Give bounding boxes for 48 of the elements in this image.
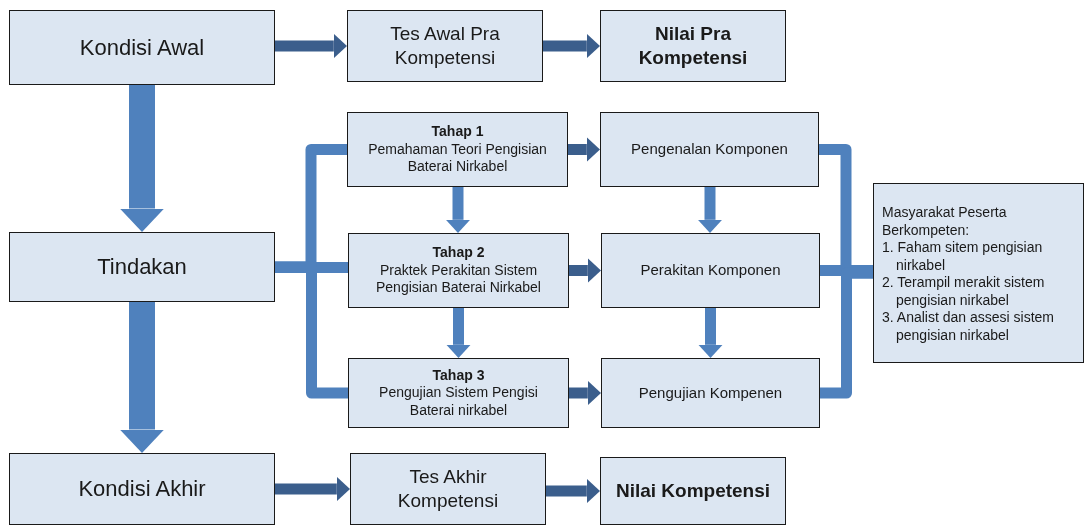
box-label: Tes Awal Pra Kompetensi [389, 22, 501, 70]
step-heading: Tahap 1 [431, 123, 484, 141]
process-box [873, 183, 1084, 363]
arrow [119, 302, 165, 453]
arrow [546, 478, 600, 504]
arrow [445, 187, 471, 233]
process-box [9, 453, 275, 525]
box-label: Nilai Pra Kompetensi [637, 22, 749, 70]
process-box [601, 233, 820, 308]
process-box [350, 453, 546, 525]
box-label: Pengujian Kompenen [638, 383, 783, 403]
box-label: Tindakan [97, 253, 187, 281]
arrow [446, 308, 471, 358]
box-label: Pengenalan Komponen [631, 140, 788, 159]
process-box [9, 10, 275, 85]
arrow [569, 258, 601, 283]
box-label: Pengujian Sistem Pengisi Baterai nirkabel [378, 384, 539, 420]
arrow [119, 85, 165, 232]
box-label: 3. Analist dan assesi sistem pengisian nirkabel [882, 309, 1055, 344]
box-label: Kondisi Akhir [78, 475, 206, 503]
arrow [568, 137, 600, 162]
box-label: Perakitan Komponen [640, 261, 781, 280]
box-label: Praktek Perakitan Sistem Pengisian Baterai Nirkabel [375, 261, 542, 297]
process-box [347, 10, 543, 82]
box-label: Pemahaman Teori Pengisian Baterai Nirkabel [367, 140, 548, 176]
process-box [348, 358, 569, 428]
process-box [600, 112, 819, 187]
step-heading: Tahap 2 [432, 244, 485, 262]
box-label: Tes Akhir Kompetensi [396, 465, 500, 513]
process-box [600, 457, 786, 525]
arrow [569, 380, 601, 406]
box-label: Nilai Kompetensi [615, 479, 771, 503]
process-box [601, 358, 820, 428]
step-heading: Tahap 3 [432, 366, 485, 385]
box-label: Masyarakat Peserta Berkompeten: [882, 204, 1008, 239]
connector-line [820, 265, 873, 276]
arrow [543, 33, 600, 59]
arrow [698, 308, 723, 358]
arrow [275, 33, 347, 59]
process-box [600, 10, 786, 82]
process-box [348, 233, 569, 308]
box-label: 2. Terampil merakit sistem pengisian nirkabel [882, 274, 1046, 309]
box-label: 1. Faham sitem pengisian nirkabel [882, 239, 1044, 274]
box-label: Kondisi Awal [79, 33, 205, 62]
process-box [9, 232, 275, 302]
arrow [275, 476, 350, 502]
process-box [347, 112, 568, 187]
arrow [697, 187, 723, 233]
